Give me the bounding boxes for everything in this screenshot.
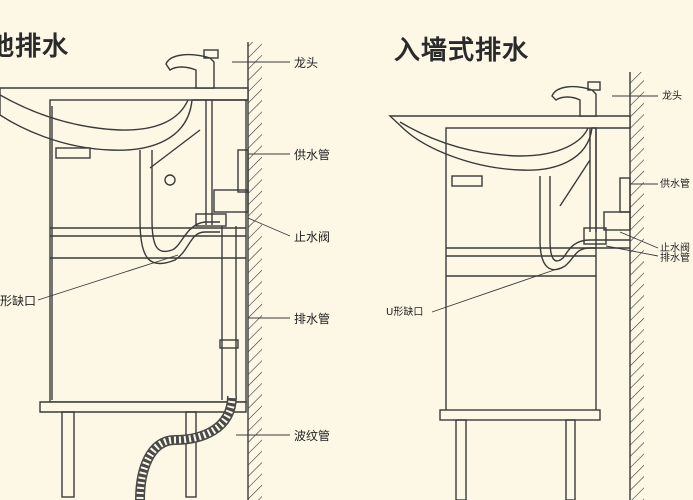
right-label-stop-valve: 止水阀 xyxy=(660,243,690,254)
left-leaders xyxy=(37,61,291,436)
right-label-drain-pipe: 排水管 xyxy=(660,253,690,264)
right-label-u-trap: U形缺口 xyxy=(386,307,424,318)
left-drain-pipe xyxy=(139,150,239,400)
right-wall xyxy=(629,72,644,500)
left-cabinet xyxy=(39,99,247,498)
right-faucet xyxy=(551,81,601,117)
right-drain-pipe xyxy=(539,176,630,271)
left-title: 地排水 xyxy=(0,32,70,62)
right-supply-pipe xyxy=(559,128,631,232)
left-basin xyxy=(0,87,249,151)
right-basin xyxy=(388,115,631,171)
left-label-stop-valve: 止水阀 xyxy=(294,230,331,244)
left-wall xyxy=(247,42,262,500)
left-label-corrugated-pipe: 波纹管 xyxy=(294,429,331,443)
left-faucet xyxy=(165,49,219,89)
right-leaders xyxy=(431,95,659,313)
left-label-supply-pipe: 供水管 xyxy=(294,148,331,162)
left-corrugated-hose xyxy=(135,395,237,500)
left-label-faucet: 龙头 xyxy=(294,56,319,70)
right-label-supply-pipe: 供水管 xyxy=(660,179,690,190)
right-cabinet xyxy=(439,127,601,500)
right-label-faucet: 龙头 xyxy=(662,91,682,102)
left-label-u-trap: 形缺口 xyxy=(0,294,37,308)
left-label-drain-pipe: 排水管 xyxy=(294,312,331,326)
right-title: 入墙式排水 xyxy=(394,36,530,66)
left-supply-pipe xyxy=(149,100,249,225)
